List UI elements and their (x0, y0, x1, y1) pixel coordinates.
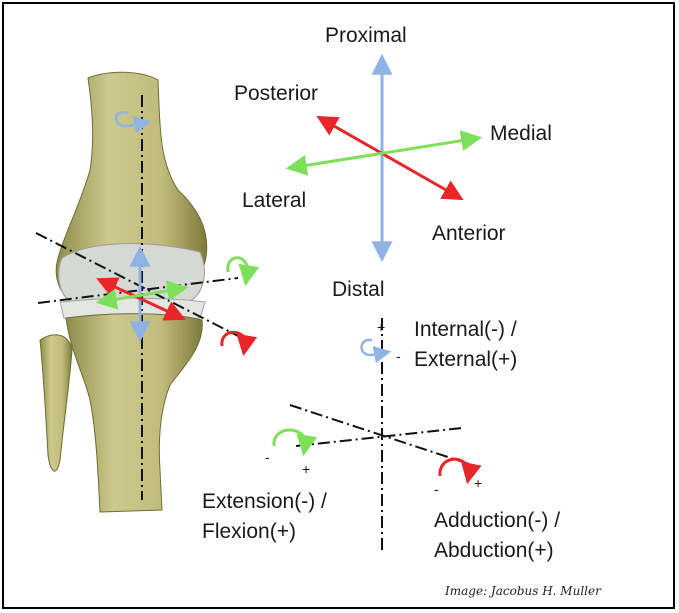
image-credit: Image: Jacobus H. Muller (444, 584, 602, 598)
sign-internal-plus: + (377, 319, 385, 335)
posterior-anterior-arrow (320, 118, 460, 198)
label-internal-external-2: External(+) (414, 348, 517, 371)
lateral-medial-arrow (290, 138, 478, 168)
label-internal-external-1: Internal(-) / (414, 318, 517, 341)
extension-flexion-rotation-icon (274, 430, 306, 452)
label-proximal: Proximal (325, 24, 407, 47)
sign-flexion-minus: - (265, 449, 270, 465)
label-adduction-abduction-2: Abduction(+) (434, 539, 554, 562)
label-extension-flexion-1: Extension(-) / (202, 490, 327, 513)
label-adduction-abduction-1: Adduction(-) / (434, 509, 560, 532)
label-anterior: Anterior (432, 222, 506, 245)
knee-bone-illustration (36, 72, 248, 512)
fibula-shape (40, 335, 72, 471)
internal-external-rotation-icon (362, 340, 389, 355)
anatomical-axes: Proximal Posterior Medial Lateral Anteri… (234, 24, 552, 301)
label-lateral: Lateral (242, 189, 306, 212)
label-extension-flexion-2: Flexion(+) (202, 520, 296, 543)
label-medial: Medial (490, 122, 552, 145)
sign-internal-minus: - (396, 348, 401, 364)
adduction-abduction-rotation-icon (440, 459, 470, 480)
sign-flexion-plus: + (302, 461, 310, 477)
tibia-shape (66, 314, 202, 512)
label-posterior: Posterior (234, 82, 318, 105)
rotation-conventions: + - - + - + Internal(-) / External(+) Ex… (202, 318, 560, 562)
label-distal: Distal (332, 278, 385, 301)
knee-red-rotation-icon (222, 332, 246, 352)
sign-abduction-plus: + (474, 475, 482, 491)
rotation-flexion-axis (296, 428, 462, 446)
sign-abduction-minus: - (434, 481, 439, 497)
